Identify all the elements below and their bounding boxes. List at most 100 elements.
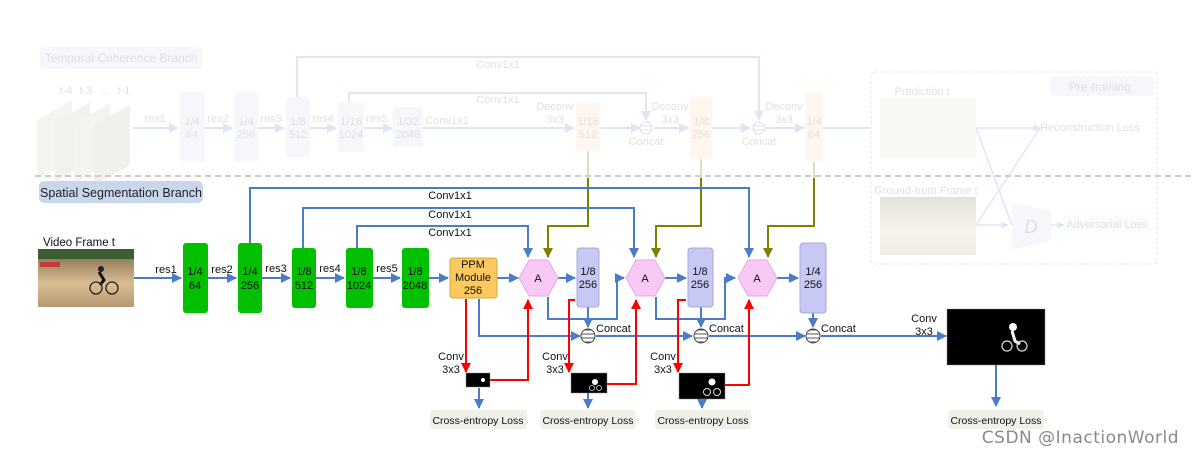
attention-hexagon-1 [518,259,559,297]
temporal-deconv-1-a: Deconv [536,101,574,113]
temporal-edge-res2: res2 [207,113,228,125]
temporal-skip-label-1: Conv1x1 [476,59,519,71]
spatial-dec-block-1 [576,247,600,308]
temporal-enc-5-scale: 1/32 [397,116,418,128]
concat-label-1: Concat [596,323,631,335]
spatial-enc-4-ch: 1024 [347,280,371,292]
temporal-concat-icon-2 [752,121,766,135]
spatial-enc-5-ch: 2048 [403,280,427,292]
frame-label-t-4: t-4 [60,85,73,97]
temporal-enc-2-scale: 1/4 [238,116,253,128]
temporal-enc-2-ch: 256 [237,129,255,141]
temporal-deconv-2-a: Deconv [651,101,689,113]
temporal-skip-label-2: Conv1x1 [476,94,519,106]
spatial-edge-res2: res2 [211,264,232,276]
spatial-dec-3-scale: 1/4 [805,266,820,278]
discriminator-shape [1012,203,1051,250]
aux-conv-1-a: Conv [438,351,464,363]
loss-box-final [948,410,1044,429]
loss-label-2: Cross-entropy Loss [542,415,633,427]
aux-conv-3-b: 3x3 [654,364,672,376]
temporal-dec-2-ch: 256 [692,129,710,141]
spatial-dec-2-scale: 1/8 [692,266,707,278]
spatial-enc-5-scale: 1/8 [407,266,422,278]
frame-t-4 [37,100,72,180]
temporal-deconv-2-b: 3x3 [661,114,679,126]
ppm-line-3: 256 [464,285,482,297]
attention-label-3: A [753,273,761,285]
temporal-enc-3-scale: 1/8 [290,116,305,128]
concat-icon-1 [580,328,596,344]
spatial-branch-title: Spatial Segmentation Branch [40,186,202,200]
temporal-edge-res5: res5 [366,113,387,125]
spatial-enc-1-ch: 64 [189,280,201,292]
spatial-dec-block-3 [799,242,827,314]
spatial-dec-2-ch: 256 [691,279,709,291]
temporal-branch-title: Temporal Coherence Branch [45,51,198,65]
spatial-enc-block-3 [292,248,316,308]
attention-label-1: A [534,273,542,285]
frame-label-ellipsis: ... [100,85,109,97]
loss-box-1 [430,410,527,429]
temporal-enc-1-scale: 1/4 [184,116,199,128]
spatial-enc-block-5 [402,248,429,308]
loss-box-3 [655,410,751,429]
ppm-line-1: PPM [461,259,485,271]
spatial-enc-4-scale: 1/8 [351,266,366,278]
spatial-dec-3-ch: 256 [804,279,822,291]
attention-hexagon-2 [625,259,666,297]
final-mask [946,308,1046,366]
concat-icon-3 [805,328,821,344]
temporal-concat-label-1: Concat [629,136,664,148]
aux-conv-1-b: 3x3 [442,364,460,376]
loss-label-1: Cross-entropy Loss [432,415,523,427]
temporal-enc-1-ch: 64 [186,129,198,141]
temporal-dec-3-ch: 64 [808,129,820,141]
temporal-concat-label-2: Concat [742,136,777,148]
temporal-dec-1-scale: 1/16 [577,116,598,128]
attention-modules [518,259,778,297]
temporal-input-frames [37,100,130,185]
temporal-concat-icon-1 [639,121,653,135]
aux-mask-3 [678,372,726,400]
spatial-decoder-blocks [576,242,827,314]
spatial-dec-block-2 [687,247,714,308]
temporal-enc-block-5 [393,107,423,147]
temporal-edge-res1: res1 [144,113,165,125]
aux-conv-2-b: 3x3 [546,364,564,376]
input-frame-label: Video Frame t [43,237,116,249]
spatial-encoder-blocks [183,243,429,313]
pretraining-title: Pre-training [1069,80,1131,94]
segmentation-masks [465,308,1046,400]
adversarial-loss-box [1064,214,1150,234]
pretraining-title-box [1050,76,1154,96]
spatial-enc-2-scale: 1/4 [242,266,257,278]
spatial-enc-3-scale: 1/8 [296,266,311,278]
spatial-enc-block-4 [346,248,373,308]
adversarial-loss-label: Adversarial Loss [1066,219,1148,231]
reconstruction-loss-label: Reconstruction Loss [1040,122,1140,134]
temporal-deconv-1-b: 3x3 [546,114,564,126]
temporal-encoder-blocks [180,92,423,162]
temporal-dec-1-ch: 512 [579,129,597,141]
prediction-label: Prediction t [894,86,949,98]
input-video-frame [38,249,134,307]
spatial-edge-res1: res1 [155,264,176,276]
temporal-enc-block-2 [234,92,258,162]
loss-label-3: Cross-entropy Loss [657,415,748,427]
spatial-dec-1-scale: 1/8 [580,266,595,278]
loss-box-2 [540,410,636,429]
frame-t-1 [94,105,130,185]
spatial-blue-connections [134,187,1001,409]
spatial-enc-1-scale: 1/4 [187,266,202,278]
temporal-edge-conv1x1: Conv1x1 [425,115,468,127]
concat-label-2: Concat [709,323,744,335]
spatial-skip-label-2: Conv1x1 [428,209,471,221]
spatial-dec-1-ch: 256 [579,279,597,291]
temporal-to-attention-links [543,178,815,258]
concat-label-3: Concat [821,323,856,335]
temporal-deconv-3-a: Deconv [765,101,803,113]
spatial-edge-res3: res3 [265,263,286,275]
spatial-enc-block-2 [238,243,262,313]
